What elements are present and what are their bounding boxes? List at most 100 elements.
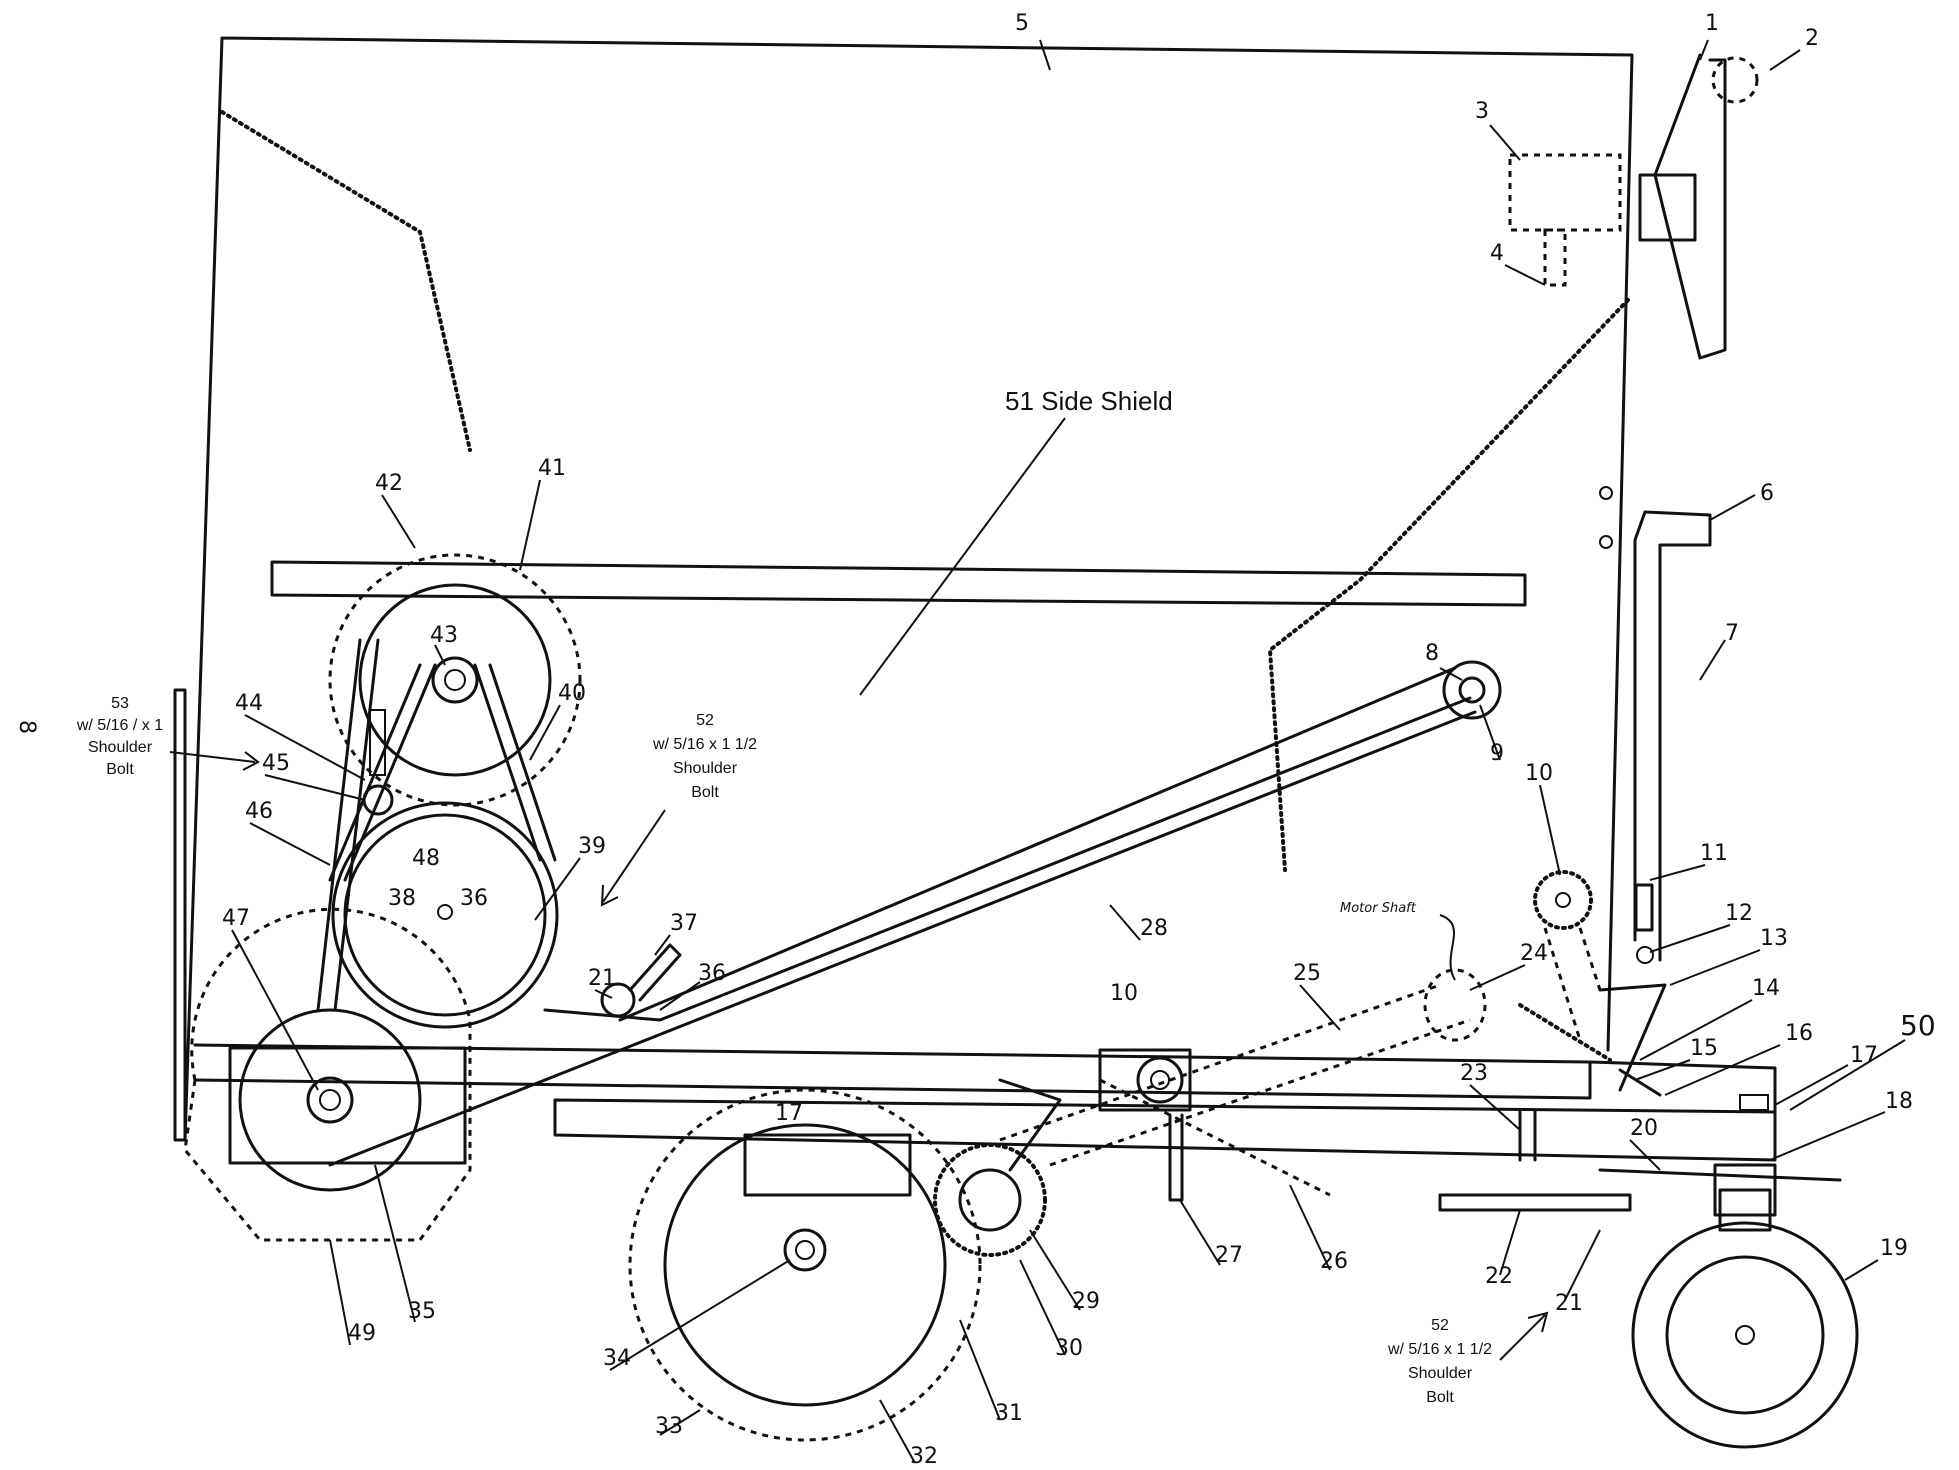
callout-40: 40 [558, 681, 586, 706]
note-52a-line2: w/ 5/16 x 1 1/2 [652, 736, 757, 753]
note-53-line4: Bolt [106, 761, 134, 778]
drive-wheel-33 [628, 1088, 982, 1442]
callout-43: 43 [430, 623, 458, 648]
callout-34: 34 [603, 1346, 631, 1371]
callout-22: 22 [1485, 1264, 1513, 1289]
callout-30: 30 [1055, 1336, 1083, 1361]
gear-42 [328, 553, 582, 807]
callout-17-left: 17 [775, 1101, 803, 1126]
callout-45: 45 [262, 751, 290, 776]
callout-11: 11 [1700, 841, 1728, 866]
spring-14 [1518, 1003, 1612, 1062]
bracket-23 [1518, 1108, 1537, 1162]
callout-7: 7 [1725, 621, 1739, 646]
arrow-52b [1499, 1311, 1549, 1361]
note-52b-line4: Bolt [1426, 1389, 1454, 1406]
belt-46 [316, 638, 380, 1012]
callout-21-lower: 21 [1555, 1291, 1583, 1316]
pulley-39 [331, 801, 559, 1029]
label-left-8: 8 [14, 720, 39, 734]
rear-wheel-rim [1665, 1255, 1825, 1415]
rear-wheel-19 [1631, 1221, 1859, 1449]
pulley-43 [431, 656, 479, 704]
handle-pin [1543, 228, 1567, 287]
drive-hub-center [795, 1240, 815, 1260]
chassis-top [193, 1043, 1592, 1100]
arm-36 [543, 1008, 662, 1022]
link-16 [1618, 1068, 1662, 1097]
callout-10-upper: 10 [1525, 761, 1553, 786]
pulley-47 [306, 1076, 354, 1124]
note-52a-line1: 52 [696, 712, 714, 729]
note-53-line3: Shoulder [88, 739, 153, 756]
callout-48: 38 [388, 886, 416, 911]
bag-outline-right [1267, 298, 1630, 872]
motor-pulley-24 [1423, 968, 1487, 1042]
leader-side-shield [859, 417, 1066, 696]
callout-19: 19 [1880, 1236, 1908, 1261]
belt-28-return [658, 696, 1472, 1022]
lever-13 [1598, 983, 1667, 1092]
callout-20: 20 [1630, 1116, 1658, 1141]
bolt-hole-upper [1599, 486, 1613, 500]
bearing-10 [1136, 1056, 1184, 1104]
callout-23: 23 [1460, 1061, 1488, 1086]
callout-28: 28 [1140, 916, 1168, 941]
callout-32: 32 [910, 1444, 938, 1469]
link-20 [1598, 1168, 1842, 1182]
caster-fork [1718, 1188, 1772, 1232]
belt-28-lower [328, 710, 1477, 1167]
callout-4: 4 [1490, 241, 1504, 266]
drive-hub-34 [783, 1228, 827, 1272]
gear-10-upper [1533, 870, 1593, 930]
note-52a-line3: Shoulder [673, 760, 738, 777]
belt-40 [328, 663, 557, 882]
note-53-line1: 53 [111, 695, 129, 712]
pulley-47-hub [319, 1089, 341, 1111]
note-52b-line3: Shoulder [1408, 1365, 1473, 1382]
callout-49: 49 [348, 1321, 376, 1346]
callout-39: 39 [578, 834, 606, 859]
note-52a-line4: Bolt [691, 784, 719, 801]
callout-48b: 48 [412, 846, 440, 871]
callout-33: 33 [655, 1414, 683, 1439]
rear-wheel-hub [1735, 1325, 1755, 1345]
note-53-line2: w/ 5/16 / x 1 [76, 717, 163, 734]
pulley-9 [1458, 676, 1486, 704]
callout-1: 1 [1705, 11, 1719, 36]
callout-25: 25 [1293, 961, 1321, 986]
callout-13: 13 [1760, 926, 1788, 951]
pulley-35 [238, 1008, 422, 1192]
handle-knob [1711, 56, 1759, 104]
callout-18: 18 [1885, 1089, 1913, 1114]
pad-17 [1739, 1094, 1769, 1111]
bag-outline-left [220, 110, 472, 452]
callout-10-lower: 10 [1110, 981, 1138, 1006]
pulley-43-hub [444, 669, 466, 691]
callout-2: 2 [1805, 26, 1819, 51]
brush-arm [998, 1078, 1062, 1172]
callout-24: 24 [1520, 941, 1548, 966]
axle-bracket [743, 1133, 912, 1197]
belt-28-upper [618, 666, 1457, 1022]
drive-wheel-32 [663, 1123, 947, 1407]
callout-31: 31 [995, 1401, 1023, 1426]
chassis-rear [1588, 1060, 1777, 1114]
handle-bracket [1638, 173, 1697, 242]
callout-15: 15 [1690, 1036, 1718, 1061]
housing-49 [183, 907, 472, 1242]
upper-rail [270, 560, 1527, 607]
motor-shaft-belt [999, 983, 1471, 1167]
caster-18 [1713, 1163, 1777, 1217]
callout-44: 44 [235, 691, 263, 716]
front-post [173, 688, 187, 1142]
label-motor-shaft: Motor Shaft [1340, 901, 1417, 916]
callout-12: 12 [1725, 901, 1753, 926]
handle-mount [1508, 153, 1622, 232]
link-27 [1168, 1113, 1184, 1202]
brush-30 [933, 1143, 1047, 1257]
callout-5: 5 [1015, 11, 1029, 36]
